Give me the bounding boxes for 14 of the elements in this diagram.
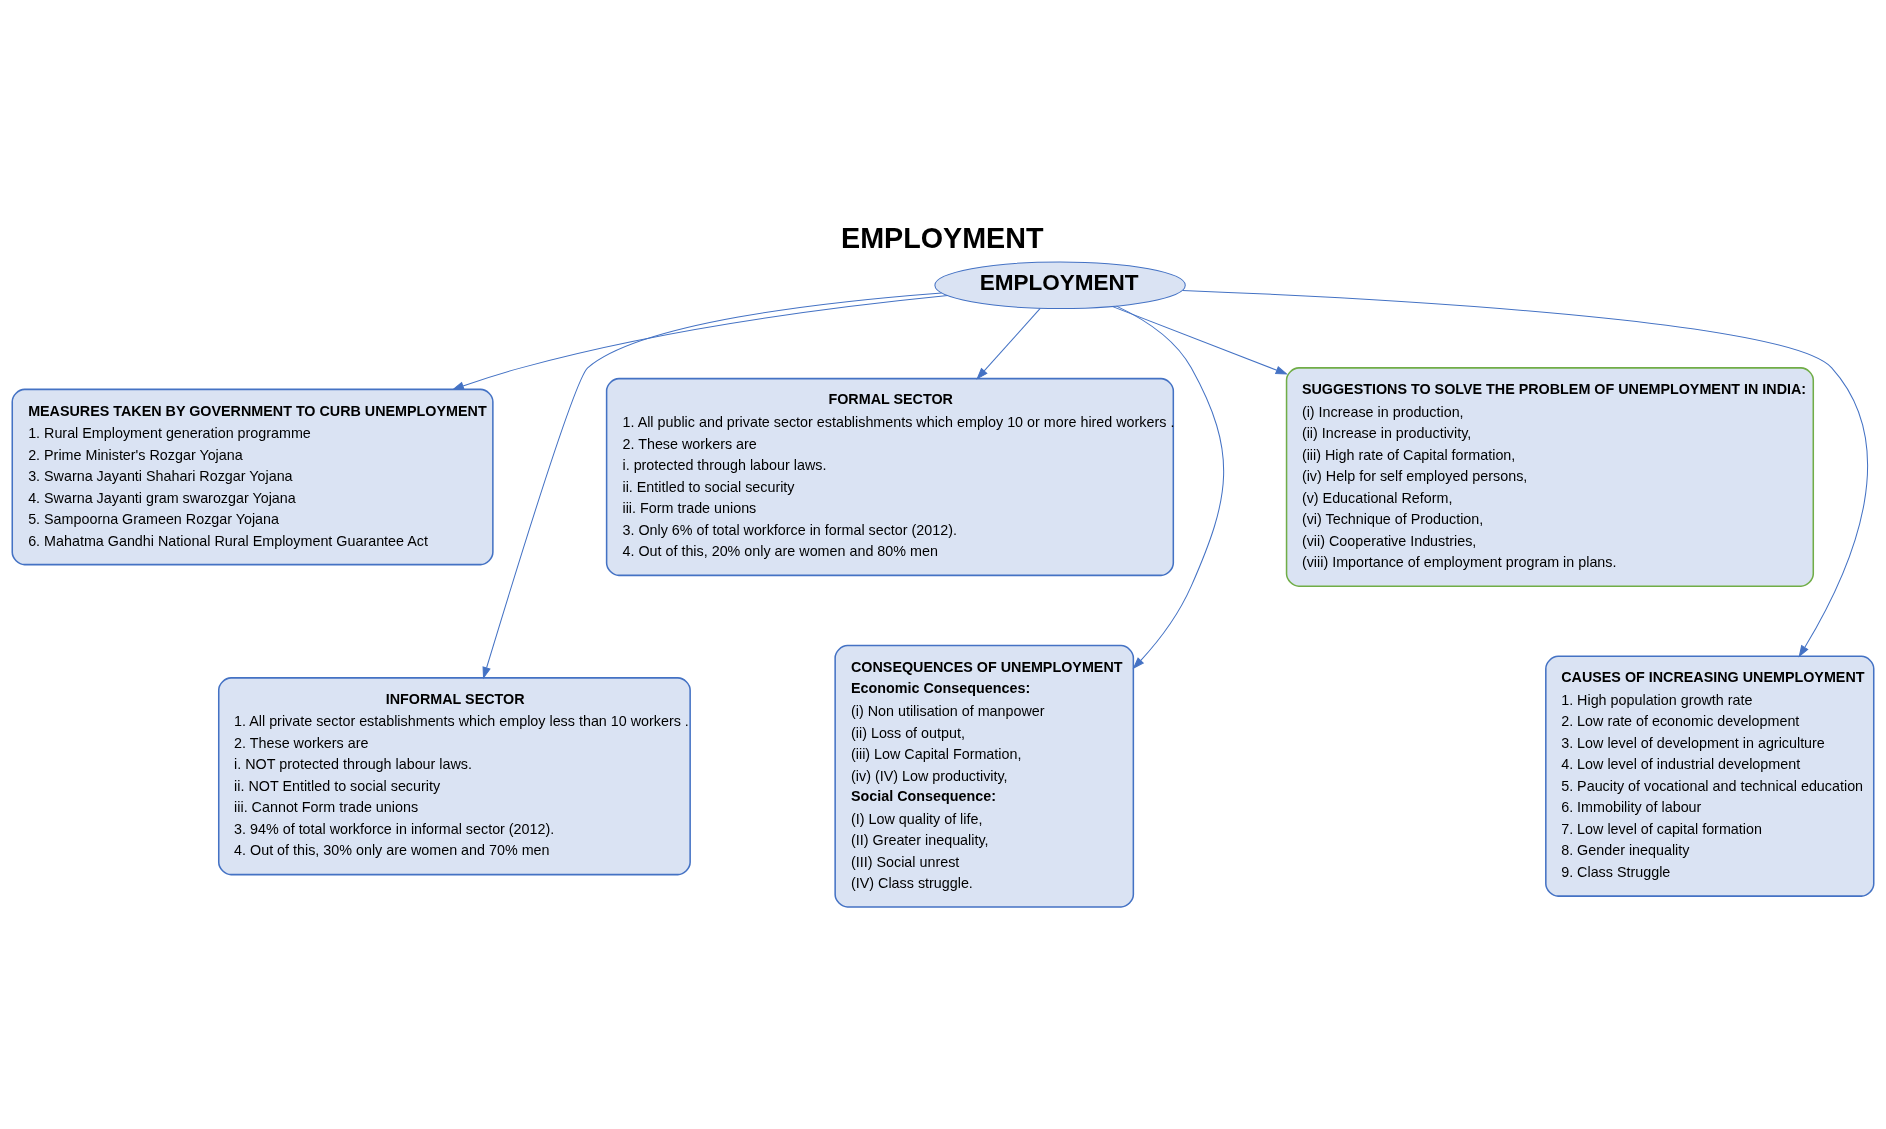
node-box: MEASURES TAKEN BY GOVERNMENT TO CURB UNEMPLOYMENT 1. Rural Employment generation programme 2. Prime Minister's Rozgar Yojana 3. Swarna Jayanti Shahari Rozgar Yojana 4. Swarna Jayanti gram swarozgar Yojana 5. Sampoorna Grameen Rozgar Yojana 6. Mahatma Gandhi National Rural Employment Guarantee Act bbox=[11, 388, 494, 566]
arrow bbox=[1182, 289, 1868, 658]
node-box: CONSEQUENCES OF UNEMPLOYMENT Economic Consequences: (i) Non utilisation of manpower (ii) Loss of output, (iii) Low Capital Formation, (iv) (IV) Low productivity, Social Consequence: (I) Low quality of life, (II) Greater inequality, (III) Social unrest (IV) Class struggle. bbox=[834, 644, 1135, 908]
arrow bbox=[1111, 305, 1288, 375]
node-box: INFORMAL SECTOR 1. All private sector establishments which employ less than 10 workers . 2. These workers are i. NOT protected through labour laws. ii. NOT Entitled to social security iii. Cannot Form trade unions 3. 94% of total workforce in informal sector (2012). 4. Out of this, 30% only are women and 70% men bbox=[217, 677, 691, 876]
node-ellipse: EMPLOYMENT bbox=[934, 261, 1186, 310]
node-box: SUGGESTIONS TO SOLVE THE PROBLEM OF UNEMPLOYMENT IN INDIA: (i) Increase in production, (ii) Increase in productivity, (iii) High rate of Capital formation, (iv) Help for self employed persons, (v) Educational Reform, (vi) Technique of Production, (vii) Cooperative Industries, (viii) Importance of employment program in plans. bbox=[1285, 367, 1815, 587]
arrow bbox=[482, 292, 943, 680]
diagram-title: EMPLOYMENT bbox=[841, 222, 1044, 255]
node-box: CAUSES OF INCREASING UNEMPLOYMENT 1. High population growth rate 2. Low rate of economic development 3. Low level of development in agriculture 4. Low level of industrial development 5. Paucity of vocational and technical education 6. Immobility of labour 7. Low level of capital formation 8. Gender inequality 9. Class Struggle bbox=[1545, 655, 1875, 897]
arrow bbox=[976, 307, 1041, 380]
arrow bbox=[451, 295, 949, 390]
arrow bbox=[1116, 305, 1225, 670]
node-box: FORMAL SECTOR 1. All public and private sector establishments which employ 10 or more hired workers . 2. These workers are i. protected through labour laws. ii. Entitled to social security iii. Form trade unions 3. Only 6% of total workforce in formal sector (2012). 4. Out of this, 20% only are women and 80% men bbox=[605, 377, 1175, 577]
